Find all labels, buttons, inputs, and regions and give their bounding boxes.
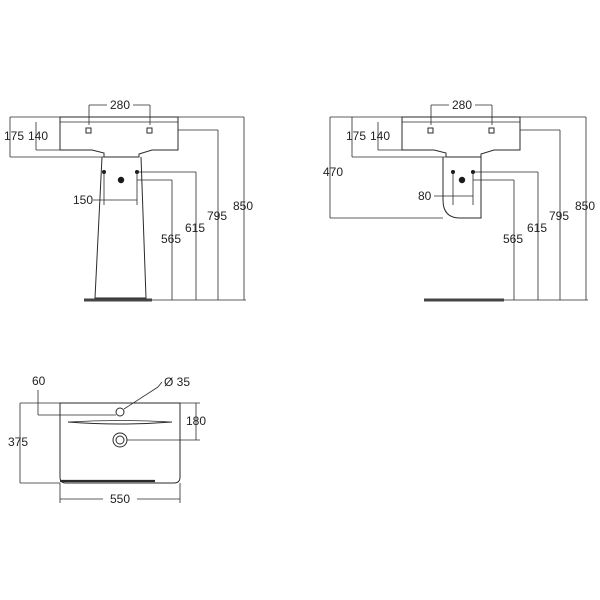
front-pedestal-outline — [94, 156, 147, 299]
dim-plan-60: 60 — [32, 374, 46, 388]
dim-plan-550: 550 — [110, 492, 130, 506]
dim-plan-tap-diameter: Ø 35 — [164, 375, 190, 389]
plan-basin-outline — [59, 402, 181, 484]
plan-tap-hole — [115, 407, 125, 417]
side-semi-pedestal-outline — [442, 157, 482, 219]
dim-front-280: 280 — [110, 98, 130, 112]
dim-front-615: 615 — [185, 221, 205, 235]
plan-waste-inner — [115, 435, 125, 445]
dim-plan-375: 375 — [8, 435, 28, 449]
dim-front-175: 175 — [4, 129, 24, 143]
dim-side-175: 175 — [346, 129, 366, 143]
front-view: 280 175 140 150 565 615 795 850 — [4, 98, 253, 302]
dim-front-565: 565 — [161, 232, 181, 246]
dim-side-80: 80 — [418, 189, 432, 203]
dim-front-150: 150 — [73, 193, 93, 207]
dim-side-850: 850 — [575, 199, 595, 213]
dim-front-850: 850 — [233, 199, 253, 213]
plan-bowl-rim — [67, 421, 173, 425]
dim-side-140: 140 — [370, 129, 390, 143]
dim-side-565: 565 — [503, 232, 523, 246]
dim-front-795: 795 — [207, 209, 227, 223]
plan-waste-outer — [112, 432, 128, 448]
dim-side-280: 280 — [452, 98, 472, 112]
side-basin-outline — [401, 116, 521, 158]
dim-side-615: 615 — [527, 221, 547, 235]
front-basin-outline — [59, 116, 179, 158]
plan-view: 60 Ø 35 375 180 550 — [8, 374, 206, 506]
dim-side-470: 470 — [323, 165, 343, 179]
side-view: 280 470 175 140 80 565 615 795 850 — [323, 98, 595, 302]
dim-plan-180: 180 — [186, 414, 206, 428]
dim-side-795: 795 — [549, 209, 569, 223]
dim-front-140: 140 — [28, 129, 48, 143]
